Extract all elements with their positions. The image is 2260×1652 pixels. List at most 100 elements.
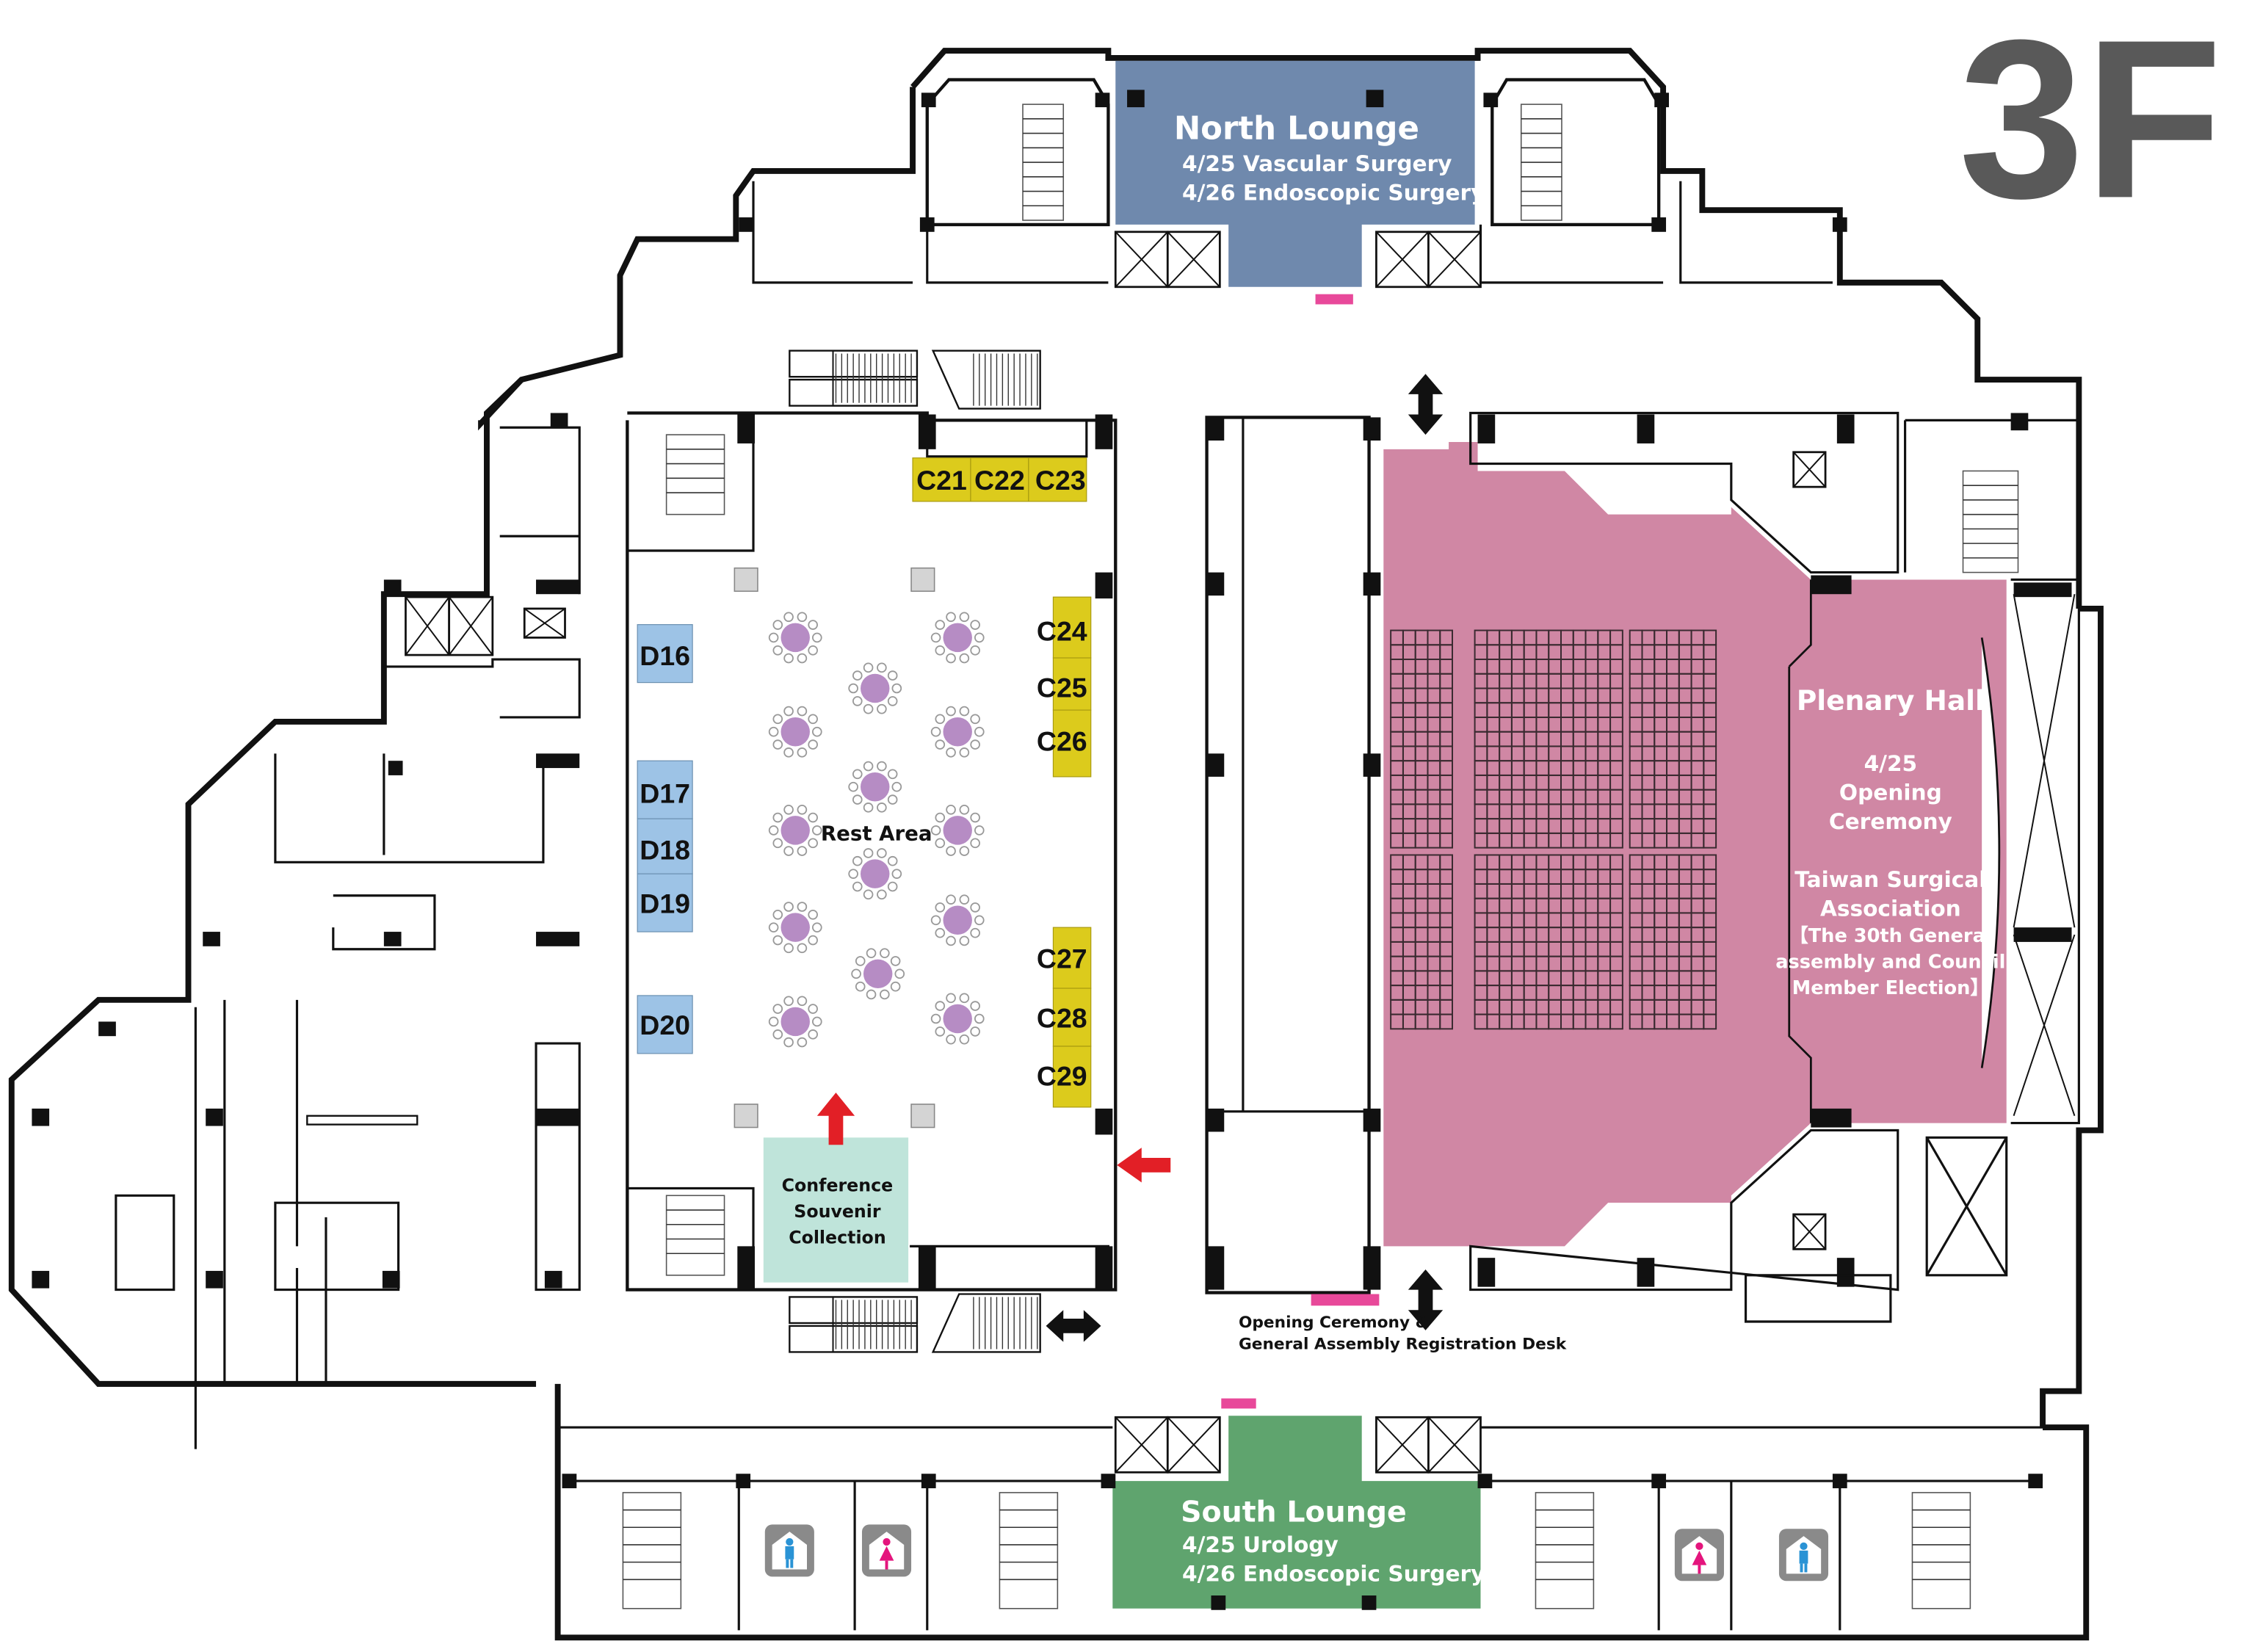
- svg-text:C21: C21: [916, 465, 967, 496]
- booth-c25[interactable]: C25: [1037, 657, 1092, 711]
- plenary-hall-line: Association: [1820, 896, 1961, 921]
- middle-corridor-block: [1205, 416, 1381, 1294]
- plenary-hall-line: assembly and Council: [1775, 951, 2005, 973]
- booth-c29[interactable]: C29: [1037, 1046, 1092, 1108]
- south-elevators: [1114, 1416, 1482, 1474]
- rest-table: [768, 706, 822, 758]
- registration-line-2: General Assembly Registration Desk: [1239, 1335, 1567, 1353]
- souvenir-collection[interactable]: Conference Souvenir Collection: [763, 1137, 909, 1283]
- seat: [1439, 832, 1453, 849]
- svg-text:C29: C29: [1037, 1060, 1087, 1091]
- registration-desk: [1311, 1294, 1380, 1306]
- plenary-service-rooms: [1469, 411, 2029, 1291]
- north-lounge-session-2: 4/26 Endoscopic Surgery: [1182, 180, 1485, 205]
- north-elevators: [1114, 231, 1482, 289]
- rest-table: [930, 993, 985, 1045]
- svg-text:D20: D20: [640, 1010, 690, 1040]
- rest-table: [848, 662, 902, 714]
- seat: [1609, 832, 1623, 849]
- booth-c26[interactable]: C26: [1037, 709, 1092, 778]
- svg-text:C25: C25: [1037, 672, 1087, 703]
- svg-text:C23: C23: [1035, 465, 1086, 496]
- booth-d20[interactable]: D20: [637, 995, 693, 1054]
- booth-c22[interactable]: C22: [970, 457, 1029, 502]
- south-registration-desk: [1221, 1398, 1256, 1409]
- floor-label: 3F: [1959, 0, 2223, 245]
- svg-text:C24: C24: [1037, 615, 1087, 646]
- rest-table: [930, 612, 985, 664]
- plenary-hall-line: Member Election】: [1792, 977, 1989, 999]
- rest-table: [768, 902, 822, 954]
- booth-c24[interactable]: C24: [1037, 596, 1092, 659]
- rest-table: [768, 612, 822, 664]
- seat: [1703, 1013, 1717, 1030]
- rest-area-label: Rest Area: [821, 822, 932, 846]
- svg-text:C27: C27: [1037, 943, 1087, 974]
- escalators-north: [789, 349, 1041, 410]
- booth-group-c-top: C21 C22 C23: [912, 457, 1087, 502]
- booth-group-c-right-upper: C24 C25 C26: [1037, 596, 1092, 778]
- svg-text:D19: D19: [640, 888, 690, 919]
- booth-d19[interactable]: D19: [637, 873, 693, 932]
- rest-table: [930, 706, 985, 758]
- booth-group-c-right-lower: C27 C28 C29: [1037, 927, 1092, 1108]
- two-way-arrow-vertical-icon: [1408, 374, 1444, 435]
- souvenir-line-1: Conference: [782, 1175, 893, 1195]
- booth-d16[interactable]: D16: [637, 624, 693, 684]
- plenary-hall-line: Opening: [1839, 780, 1942, 805]
- south-rooms: [557, 1426, 2043, 1631]
- rest-table: [930, 894, 985, 946]
- stage-wing: [2010, 578, 2080, 1125]
- svg-text:D17: D17: [640, 778, 690, 808]
- rest-table: [848, 761, 902, 813]
- arrow-left-icon: [1117, 1148, 1171, 1183]
- left-wing-rooms: [32, 413, 581, 1449]
- svg-text:D18: D18: [640, 834, 690, 865]
- seat: [1439, 1013, 1453, 1030]
- two-way-arrow-horizontal-icon: [1046, 1310, 1101, 1342]
- south-lounge-title: South Lounge: [1181, 1495, 1407, 1529]
- booth-c21[interactable]: C21: [912, 457, 971, 502]
- souvenir-line-3: Collection: [789, 1227, 885, 1247]
- north-stair-rooms: [739, 78, 1847, 284]
- rest-table: [930, 804, 985, 856]
- two-way-arrow-vertical-icon: [1408, 1269, 1444, 1330]
- rest-area-tables: [768, 612, 985, 1048]
- arrow-up-icon: [816, 1093, 855, 1145]
- booth-group-d-left: D16 D17 D18 D19 D20: [637, 624, 693, 1054]
- male-restroom-icon[interactable]: [1778, 1529, 1829, 1582]
- plenary-hall-title: Plenary Hall: [1797, 684, 1985, 717]
- south-lounge-session-2: 4/26 Endoscopic Surgery: [1182, 1561, 1485, 1586]
- north-registration-desk: [1315, 294, 1353, 305]
- seat: [1703, 832, 1717, 849]
- plenary-hall-line: Taiwan Surgical: [1794, 867, 1986, 892]
- outer-walls: [8, 48, 2104, 1641]
- rest-table: [768, 996, 822, 1048]
- booth-c27[interactable]: C27: [1037, 927, 1092, 989]
- north-lounge-session-1: 4/25 Vascular Surgery: [1182, 151, 1452, 176]
- svg-text:C26: C26: [1037, 725, 1087, 756]
- rest-table: [768, 804, 822, 856]
- registration-line-1: Opening Ceremony &: [1239, 1314, 1430, 1332]
- rest-table: [851, 948, 905, 1000]
- south-lounge-session-1: 4/25 Urology: [1182, 1532, 1339, 1557]
- female-restroom-icon[interactable]: [1674, 1529, 1724, 1582]
- male-restroom-icon[interactable]: [764, 1524, 814, 1577]
- right-wing-rooms: [1744, 419, 2079, 1323]
- booth-d17[interactable]: D17: [637, 760, 693, 819]
- booth-d18[interactable]: D18: [637, 818, 693, 874]
- north-lounge[interactable]: North Lounge 4/25 Vascular Surgery 4/26 …: [1115, 60, 1485, 287]
- escalators-south: [789, 1293, 1041, 1353]
- south-lounge[interactable]: South Lounge 4/25 Urology 4/26 Endoscopi…: [1112, 1416, 1485, 1610]
- seat: [1609, 1013, 1623, 1030]
- north-lounge-title: North Lounge: [1174, 110, 1419, 147]
- booth-c28[interactable]: C28: [1037, 988, 1092, 1047]
- plenary-hall-line: 4/25: [1864, 751, 1918, 776]
- female-restroom-icon[interactable]: [861, 1524, 912, 1577]
- exhibit-hall: [626, 411, 1118, 1291]
- plenary-hall-line: 【The 30th General: [1789, 925, 1992, 947]
- booth-c23[interactable]: C23: [1028, 457, 1087, 502]
